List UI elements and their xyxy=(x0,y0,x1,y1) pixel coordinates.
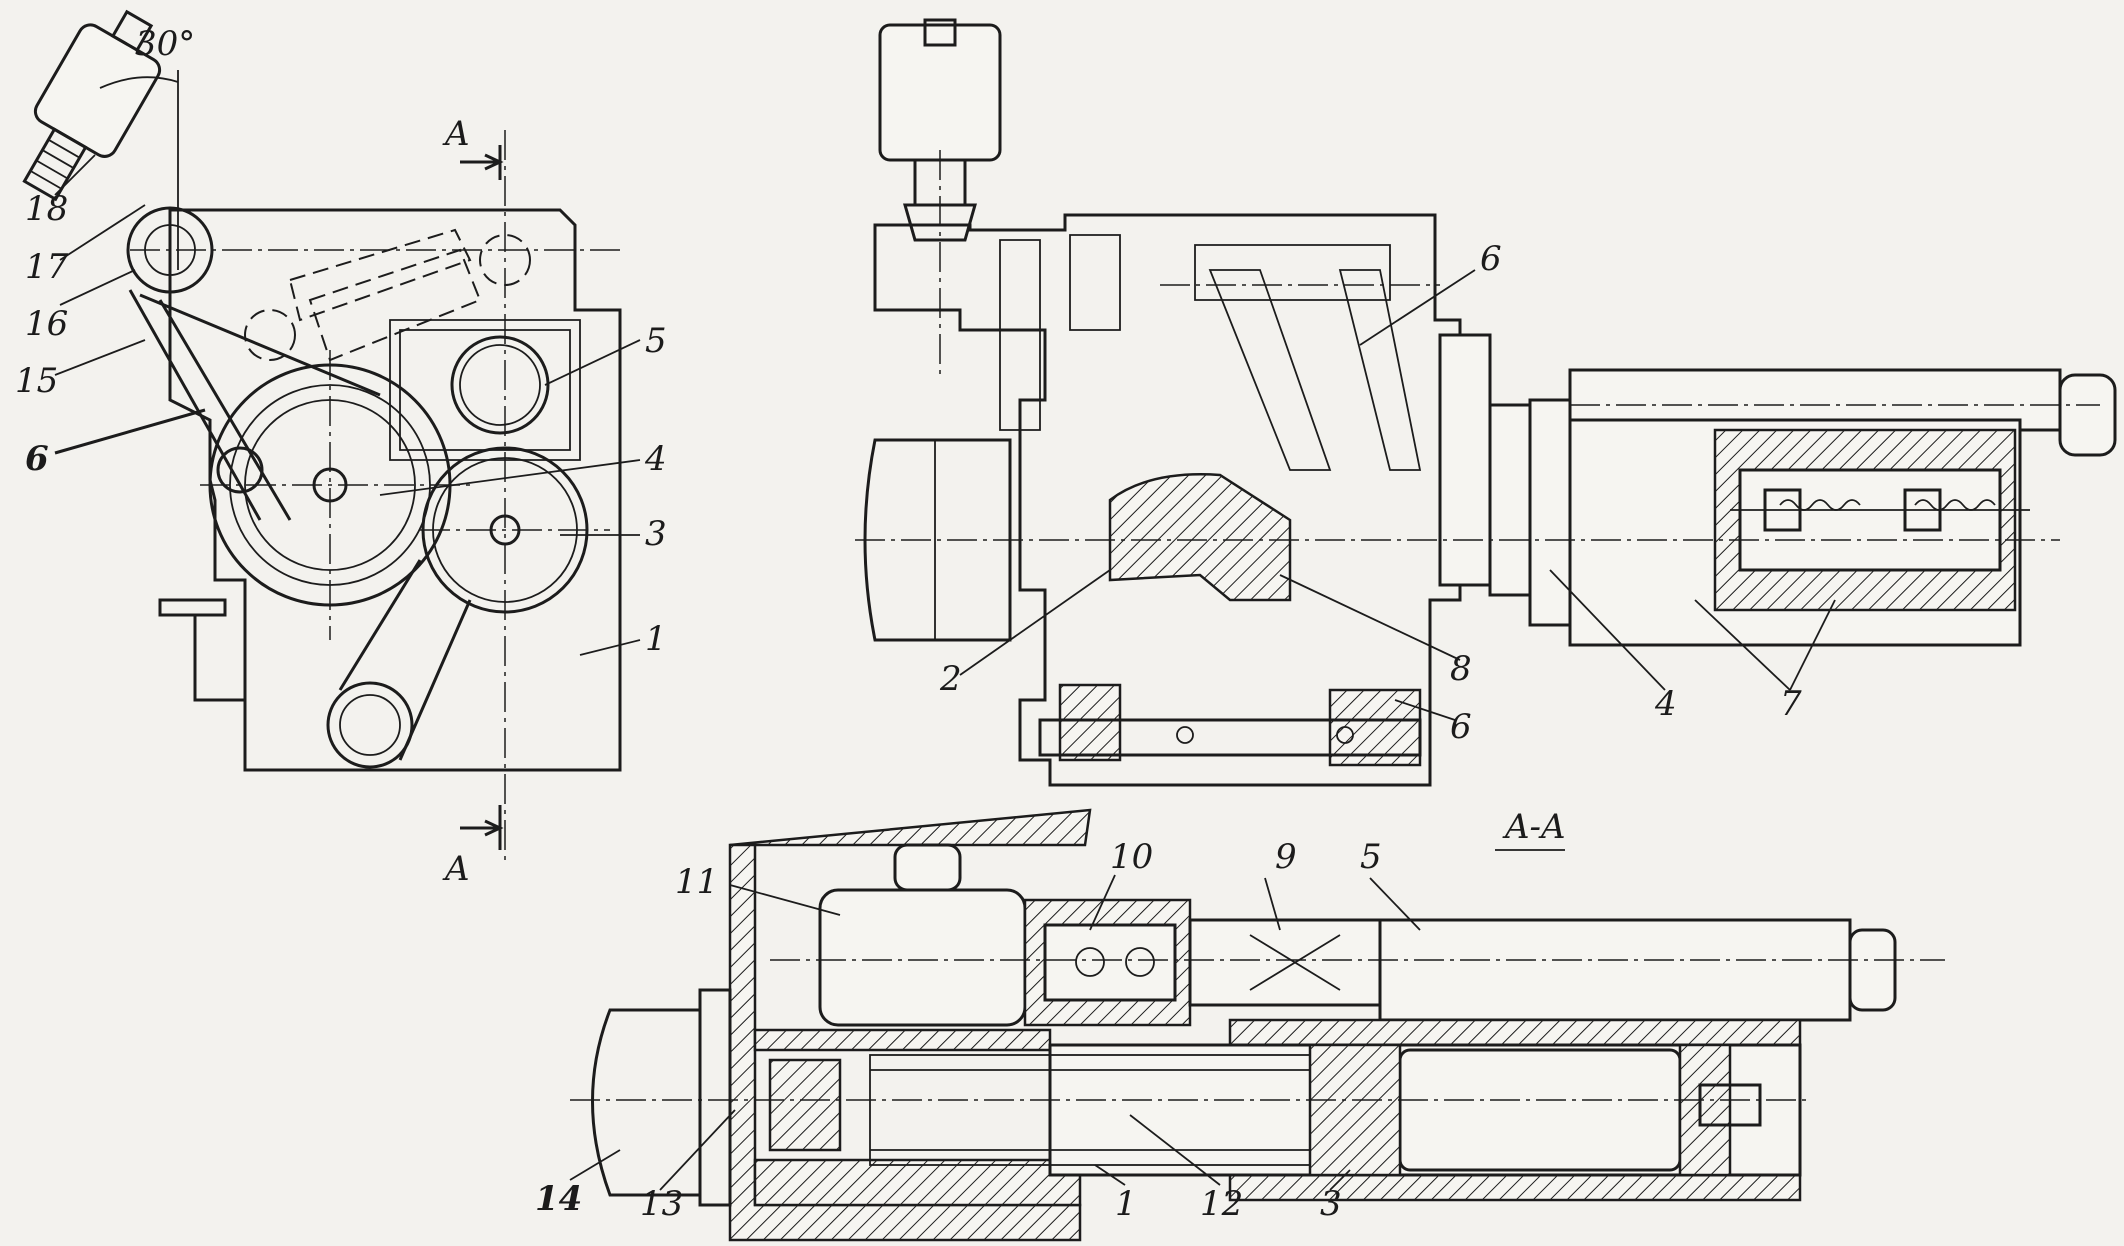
section-title: A-A xyxy=(1502,807,1566,847)
left-label-18: 18 xyxy=(25,189,68,229)
left-label-15: 15 xyxy=(15,361,58,401)
left-label-5: 5 xyxy=(645,321,667,361)
section-label-9: 9 xyxy=(1275,837,1297,877)
right-label-7: 7 xyxy=(1780,684,1802,724)
section-label-3: 3 xyxy=(1320,1184,1342,1224)
right-label-8: 8 xyxy=(1450,649,1472,689)
section-label-11: 11 xyxy=(675,862,718,902)
left-label-4: 4 xyxy=(644,439,667,479)
section-mark-top: A xyxy=(442,114,470,154)
angle-label: 30° xyxy=(135,24,195,64)
section-a-a: A-A 11 10 9 5 14 13 1 12 3 xyxy=(535,807,1945,1242)
left-label-17: 17 xyxy=(25,247,69,287)
section-label-1: 1 xyxy=(1115,1184,1137,1224)
left-label-6: 6 xyxy=(25,439,49,479)
left-label-1: 1 xyxy=(645,619,667,659)
section-label-13: 13 xyxy=(640,1184,683,1224)
section-mark-bottom: A xyxy=(442,849,470,889)
section-label-14: 14 xyxy=(535,1179,582,1219)
right-label-4: 4 xyxy=(1654,684,1677,724)
right-view: 6 2 8 6 4 7 xyxy=(855,18,2117,787)
section-label-10: 10 xyxy=(1110,837,1153,877)
left-label-3: 3 xyxy=(645,514,667,554)
left-view: 30° A A 18 17 16 15 6 5 4 3 1 xyxy=(15,9,667,889)
right-label-6-top: 6 xyxy=(1480,239,1502,279)
right-label-2: 2 xyxy=(939,659,962,699)
section-label-12: 12 xyxy=(1200,1184,1243,1224)
right-label-6-bottom: 6 xyxy=(1450,707,1472,747)
section-label-5: 5 xyxy=(1360,837,1382,877)
left-label-16: 16 xyxy=(25,304,68,344)
